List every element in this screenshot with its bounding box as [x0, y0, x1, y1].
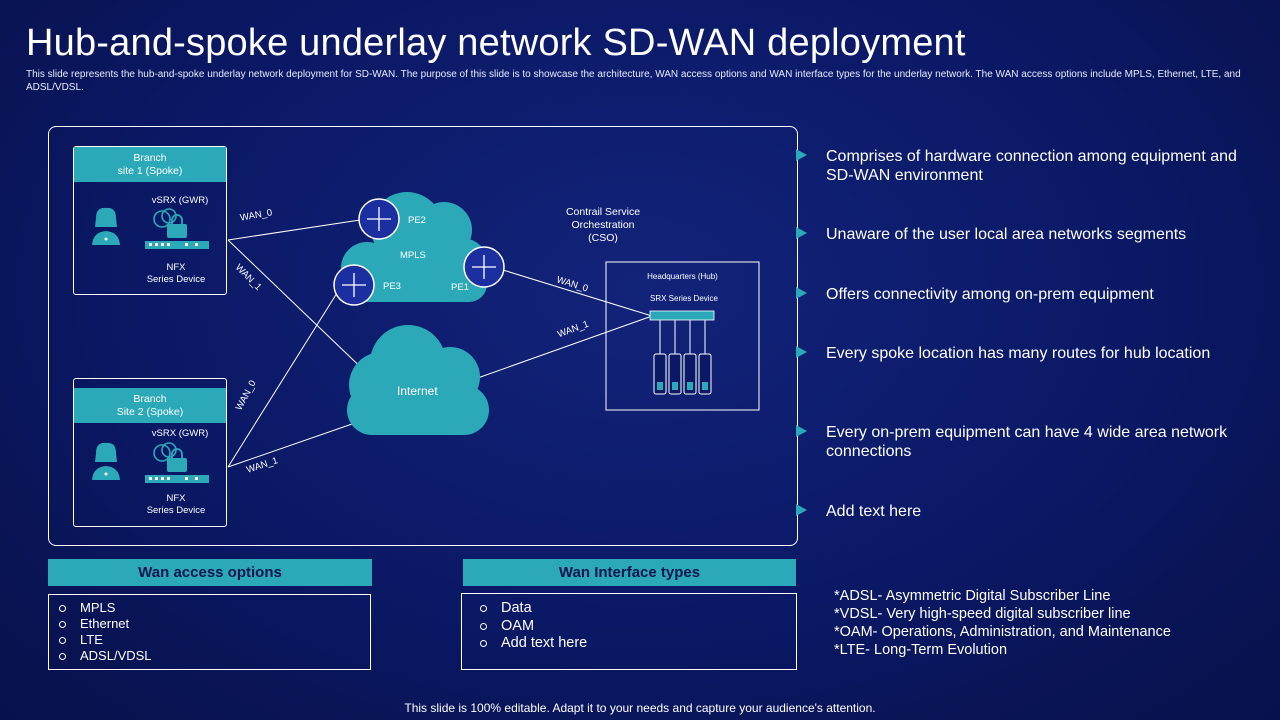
bullet-item: Every spoke location has many routes for…: [796, 344, 1256, 363]
router-pe1-icon: [463, 246, 505, 288]
circle-bullet-icon: [59, 620, 66, 628]
connection-lines: [227, 219, 653, 468]
branch-2-device-line1: NFX: [166, 493, 186, 504]
bullet-item: Comprises of hardware connection among e…: [796, 147, 1256, 185]
bullet-item: Unaware of the user local area networks …: [796, 225, 1256, 244]
pe2-label: PE2: [408, 215, 426, 226]
list-item: Add text here: [480, 635, 796, 653]
user-icon: [92, 442, 120, 480]
user-icon: [92, 207, 120, 245]
cso-label-line2: Orchestration: [571, 219, 635, 231]
branch-site-1-header-line2: site 1 (Spoke): [117, 164, 183, 177]
branch-2-device-line2: Series Device: [146, 504, 206, 516]
circle-bullet-icon: [480, 622, 487, 630]
bullet-text: Every on-prem equipment can have 4 wide …: [826, 424, 1228, 460]
line-b1-pe2: [227, 219, 361, 241]
triangle-bullet-icon: [796, 425, 807, 437]
bullet-item: Add text here: [796, 502, 1256, 521]
list-item-text: LTE: [80, 632, 103, 647]
wan-interface-list: Data OAM Add text here: [461, 593, 797, 670]
triangle-bullet-icon: [796, 149, 807, 161]
cso-label: Contrail Service Orchestration (CSO): [548, 206, 658, 245]
internet-label: Internet: [397, 384, 438, 398]
line-pe1-hq: [502, 269, 653, 317]
wan-interface-title: Wan Interface types: [463, 559, 796, 586]
branch-site-1-header: Branch site 1 (Spoke): [74, 147, 226, 182]
list-item: MPLS: [59, 600, 370, 616]
circle-bullet-icon: [59, 652, 66, 660]
page-title: Hub-and-spoke underlay network SD-WAN de…: [26, 22, 966, 64]
branch-site-2-header-line1: Branch: [133, 392, 167, 405]
bullet-text: Every spoke location has many routes for…: [826, 345, 1211, 362]
hq-box: [605, 261, 760, 411]
wan-access-list: MPLS Ethernet LTE ADSL/VDSL: [48, 594, 371, 670]
branch-1-device-line1: NFX: [166, 262, 186, 273]
nfx-device-icon: [145, 208, 209, 249]
list-item-text: ADSL/VDSL: [80, 648, 152, 663]
abbreviation-definitions: *ADSL- Asymmetric Digital Subscriber Lin…: [834, 587, 1171, 659]
bullet-text: Offers connectivity among on-prem equipm…: [826, 286, 1154, 303]
branch-2-device-label: NFX Series Device: [136, 493, 216, 516]
page-subtitle: This slide represents the hub-and-spoke …: [26, 69, 1241, 93]
branch-site-2-box: Branch Site 2 (Spoke): [73, 378, 227, 527]
list-item: ADSL/VDSL: [59, 648, 370, 664]
circle-bullet-icon: [480, 605, 487, 613]
branch-site-2-header-line2: Site 2 (Spoke): [116, 405, 184, 418]
srx-device-icon: [649, 310, 715, 321]
hq-title: Headquarters (Hub): [647, 272, 718, 281]
line-b2-internet: [227, 423, 353, 468]
branch-1-device-label: NFX Series Device: [136, 262, 216, 285]
circle-bullet-icon: [59, 604, 66, 612]
srx-device-label: SRX Series Device: [649, 294, 719, 303]
mpls-label: MPLS: [400, 250, 426, 261]
line-internet-hq: [471, 315, 653, 381]
router-pe2-icon: [358, 198, 400, 240]
definition-line: *OAM- Operations, Administration, and Ma…: [834, 624, 1171, 640]
internet-cloud: [347, 325, 489, 435]
line-b1-internet: [227, 239, 373, 379]
list-item-text: OAM: [501, 617, 535, 634]
cso-label-line3: (CSO): [588, 232, 618, 244]
branch-site-2-header: Branch Site 2 (Spoke): [74, 388, 226, 423]
circle-bullet-icon: [59, 636, 66, 644]
definition-line: *LTE- Long-Term Evolution: [834, 642, 1008, 658]
list-item-text: Ethernet: [80, 616, 130, 631]
list-item-text: Data: [501, 600, 532, 616]
cso-label-line1: Contrail Service: [565, 206, 641, 218]
wan-access-title: Wan access options: [48, 559, 372, 586]
diagram-frame: [48, 126, 798, 546]
srx-links: [659, 320, 706, 354]
nfx-device-icon: [145, 442, 209, 483]
branch-site-1-header-line1: Branch: [133, 151, 167, 164]
circle-bullet-icon: [480, 640, 487, 648]
triangle-bullet-icon: [796, 504, 807, 516]
branch-site-1-box: Branch site 1 (Spoke): [73, 146, 227, 295]
branch-2-vsrx-label: vSRX (GWR): [151, 428, 209, 439]
branch-1-vsrx-label: vSRX (GWR): [151, 195, 209, 206]
definition-line: *VDSL- Very high-speed digital subscribe…: [834, 606, 1131, 622]
bullet-item: Every on-prem equipment can have 4 wide …: [796, 423, 1256, 461]
list-item: Data: [480, 600, 796, 618]
triangle-bullet-icon: [796, 227, 807, 239]
triangle-bullet-icon: [796, 287, 807, 299]
line-b2-pe3: [227, 292, 338, 468]
triangle-bullet-icon: [796, 346, 807, 358]
server-rack-lights: [657, 382, 708, 390]
definition-line: *ADSL- Asymmetric Digital Subscriber Lin…: [834, 588, 1111, 604]
bullet-item: Offers connectivity among on-prem equipm…: [796, 285, 1256, 304]
router-pe3-icon: [333, 264, 375, 306]
list-item-text: Add text here: [501, 635, 588, 651]
branch-1-device-line2: Series Device: [146, 273, 206, 285]
bullet-text: Comprises of hardware connection among e…: [826, 148, 1237, 184]
list-item-text: MPLS: [80, 600, 116, 615]
footer-note: This slide is 100% editable. Adapt it to…: [404, 701, 876, 715]
list-item: Ethernet: [59, 616, 370, 632]
pe1-label: PE1: [451, 282, 469, 293]
list-item: LTE: [59, 632, 370, 648]
list-item: OAM: [480, 618, 796, 636]
bullet-text: Unaware of the user local area networks …: [826, 226, 1187, 243]
pe3-label: PE3: [383, 281, 401, 292]
bullet-text: Add text here: [826, 503, 922, 520]
